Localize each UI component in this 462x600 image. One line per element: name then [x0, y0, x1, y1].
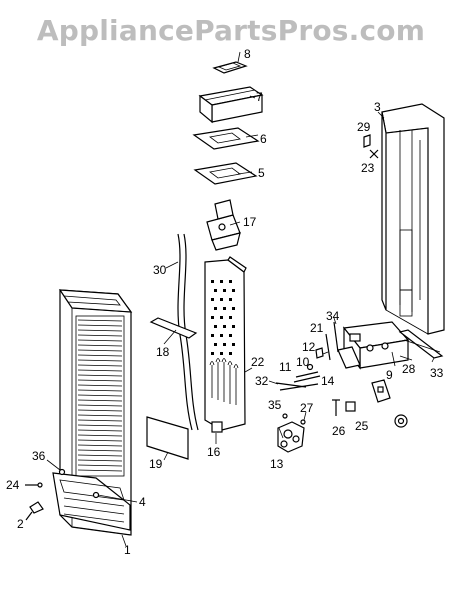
label-4: 4	[139, 495, 146, 509]
part-29-clip	[363, 134, 371, 148]
label-16: 16	[207, 445, 221, 459]
part-3-back-panel	[381, 103, 445, 335]
label-2: 2	[17, 517, 24, 531]
label-21: 21	[310, 321, 324, 335]
label-35: 35	[268, 398, 282, 412]
label-36: 36	[32, 449, 46, 463]
part-4-dot	[92, 491, 100, 499]
part-22-burner-panel	[204, 256, 247, 433]
part-7-top-channel	[198, 86, 264, 124]
label-18: 18	[156, 345, 170, 359]
part-32-tube	[275, 382, 319, 391]
watermark-logo: AppliancePartsPros.com	[36, 14, 426, 47]
part-10-fitting	[306, 363, 314, 371]
part-18-bar	[149, 317, 198, 339]
part-28-plate	[371, 379, 391, 403]
part-26-screw	[332, 399, 340, 416]
part-36-knob-dot	[58, 468, 66, 476]
label-24: 24	[6, 478, 20, 492]
part-19-plate	[146, 416, 189, 460]
label-3: 3	[374, 100, 381, 114]
label-32: 32	[255, 374, 269, 388]
label-12: 12	[302, 340, 316, 354]
part-34-rod	[333, 321, 339, 353]
part-35-fitting	[282, 413, 288, 419]
part-27-fitting	[300, 419, 306, 425]
label-33: 33	[430, 366, 444, 380]
label-34: 34	[326, 309, 340, 323]
label-25: 25	[355, 419, 369, 433]
label-23: 23	[361, 161, 375, 175]
label-1: 1	[124, 543, 131, 557]
label-26: 26	[332, 424, 346, 438]
label-10: 10	[296, 355, 310, 369]
part-25-nut	[345, 401, 356, 412]
part-23-clip	[369, 149, 379, 159]
part-12-clip	[315, 347, 324, 359]
part-28-sensor	[394, 414, 408, 428]
label-14: 14	[321, 374, 335, 388]
label-30: 30	[153, 263, 167, 277]
label-19: 19	[149, 457, 163, 471]
part-14-tube	[293, 375, 321, 383]
part-6-plate	[192, 127, 260, 150]
label-17: 17	[243, 215, 257, 229]
part-9-control-bracket	[337, 321, 410, 370]
label-11: 11	[279, 360, 292, 374]
part-28-strap	[391, 351, 396, 367]
label-28: 28	[402, 362, 416, 376]
part-8-cover-plate	[212, 61, 248, 74]
part-17-bracket	[206, 199, 241, 251]
label-7: 7	[256, 90, 263, 104]
label-6: 6	[260, 132, 267, 146]
part-5-plate	[193, 162, 258, 185]
part-21-rod	[325, 333, 331, 361]
leader-lines	[25, 51, 435, 547]
callout-labels: 8 7 6 5 17 30 18 22 16 19 36 24 4 2 1 3 …	[6, 47, 444, 557]
part-1-cabinet-front	[52, 289, 133, 536]
label-13: 13	[270, 457, 284, 471]
part-2-knob	[25, 501, 44, 521]
label-22: 22	[251, 355, 265, 369]
label-29: 29	[357, 120, 371, 134]
label-27: 27	[300, 401, 314, 415]
label-8: 8	[244, 47, 251, 61]
label-9: 9	[386, 368, 393, 382]
label-5: 5	[258, 166, 265, 180]
part-13-valve	[277, 421, 305, 453]
part-33-rail	[398, 329, 444, 359]
part-11-tube	[295, 371, 319, 378]
